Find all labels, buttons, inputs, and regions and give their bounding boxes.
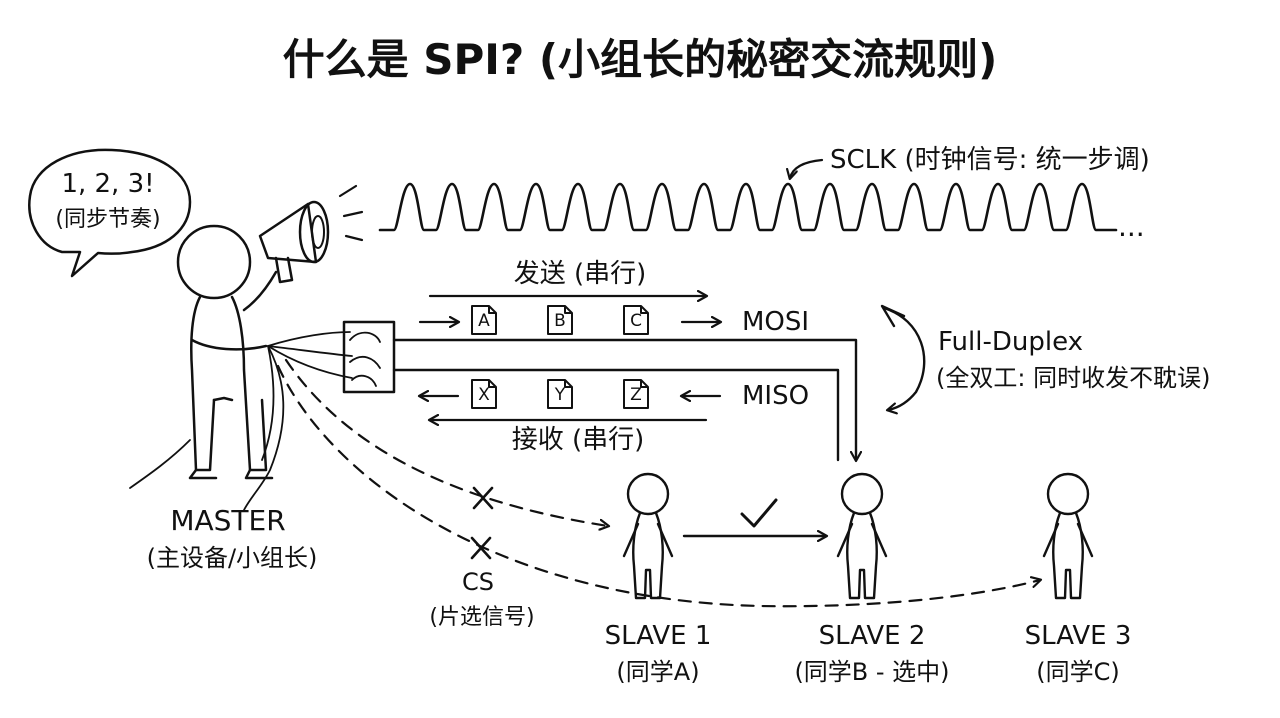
- sclk-pointer-arrow: [790, 158, 824, 178]
- cs-line-slave3: [276, 364, 1040, 608]
- full-duplex-label: Full-Duplex: [938, 327, 1083, 357]
- mosi-line-label: MOSI: [742, 307, 809, 337]
- mosi-packet-3: C: [623, 305, 649, 335]
- miso-wire: [392, 368, 840, 462]
- document-icon: [623, 379, 649, 409]
- miso-packet-2: Y: [547, 379, 573, 409]
- connector-block: [342, 320, 396, 394]
- slave-3-desc: (同学C): [1036, 658, 1119, 686]
- mosi-packet-letter: A: [478, 311, 490, 331]
- document-icon: [471, 379, 497, 409]
- mosi-packet-2: B: [547, 305, 573, 335]
- cs-line-slave1: [284, 358, 608, 526]
- mosi-packet-letter: B: [554, 311, 566, 331]
- master-wires: [129, 331, 353, 511]
- cs-blocked-mark-2: [470, 536, 492, 560]
- miso-packets: X Y Z: [471, 379, 649, 409]
- slave-2-figure: SLAVE 2 (同学B - 选中): [794, 472, 950, 686]
- miso-packet-3: Z: [623, 379, 649, 409]
- miso-packet-letter: Z: [630, 385, 642, 405]
- bubble-count-text: 1, 2, 3!: [61, 169, 154, 199]
- full-duplex-arrow-head: [880, 304, 906, 328]
- receive-direction-label: 接收 (串行): [512, 425, 645, 455]
- mosi-packet-letter: C: [630, 311, 642, 331]
- slave-1-desc: (同学A): [616, 658, 699, 686]
- cs-desc: (片选信号): [429, 605, 534, 630]
- page-title: 什么是 SPI? (小组长的秘密交流规则): [283, 35, 998, 84]
- document-icon: [547, 379, 573, 409]
- sclk-waveform: ...: [378, 182, 1145, 243]
- slave-1-figure: SLAVE 1 (同学A): [605, 472, 712, 686]
- master-label: MASTER: [170, 504, 285, 537]
- master-desc: (主设备/小组长): [147, 544, 318, 572]
- master-figure: [176, 224, 278, 480]
- cs-label: CS: [462, 568, 494, 596]
- sclk-label: SCLK (时钟信号: 统一步调): [830, 145, 1150, 175]
- slaves-group: SLAVE 1 (同学A) SLAVE 2 (同学B - 选中) SLAVE 3 (同学C…: [605, 472, 1132, 686]
- mosi-wire: [392, 338, 856, 460]
- document-icon: [623, 305, 649, 335]
- full-duplex-arrow: [882, 306, 926, 410]
- send-direction-label: 发送 (串行): [514, 259, 647, 289]
- cs-blocked-mark-1: [472, 486, 494, 510]
- slave-3-figure: SLAVE 3 (同学C): [1025, 472, 1132, 686]
- slave-1-label: SLAVE 1: [605, 621, 712, 651]
- miso-packet-letter: Y: [554, 385, 566, 405]
- slave-2-desc: (同学B - 选中): [794, 658, 949, 686]
- slave-3-label: SLAVE 3: [1025, 621, 1132, 651]
- document-icon: [547, 305, 573, 335]
- miso-line-label: MISO: [742, 381, 809, 411]
- miso-packet-1: X: [471, 379, 497, 409]
- document-icon: [471, 305, 497, 335]
- slave-2-label: SLAVE 2: [819, 621, 926, 651]
- mosi-packet-1: A: [471, 305, 497, 335]
- check-icon: [740, 498, 778, 528]
- megaphone-icon: [258, 184, 364, 284]
- sclk-trail: ...: [1118, 210, 1145, 243]
- speech-bubble: 1, 2, 3! (同步节奏): [28, 148, 192, 278]
- bubble-sync-text: (同步节奏): [55, 207, 160, 232]
- mosi-packets: A B C: [471, 305, 649, 335]
- full-duplex-desc: (全双工: 同时收发不耽误): [936, 364, 1210, 392]
- miso-packet-letter: X: [478, 385, 490, 405]
